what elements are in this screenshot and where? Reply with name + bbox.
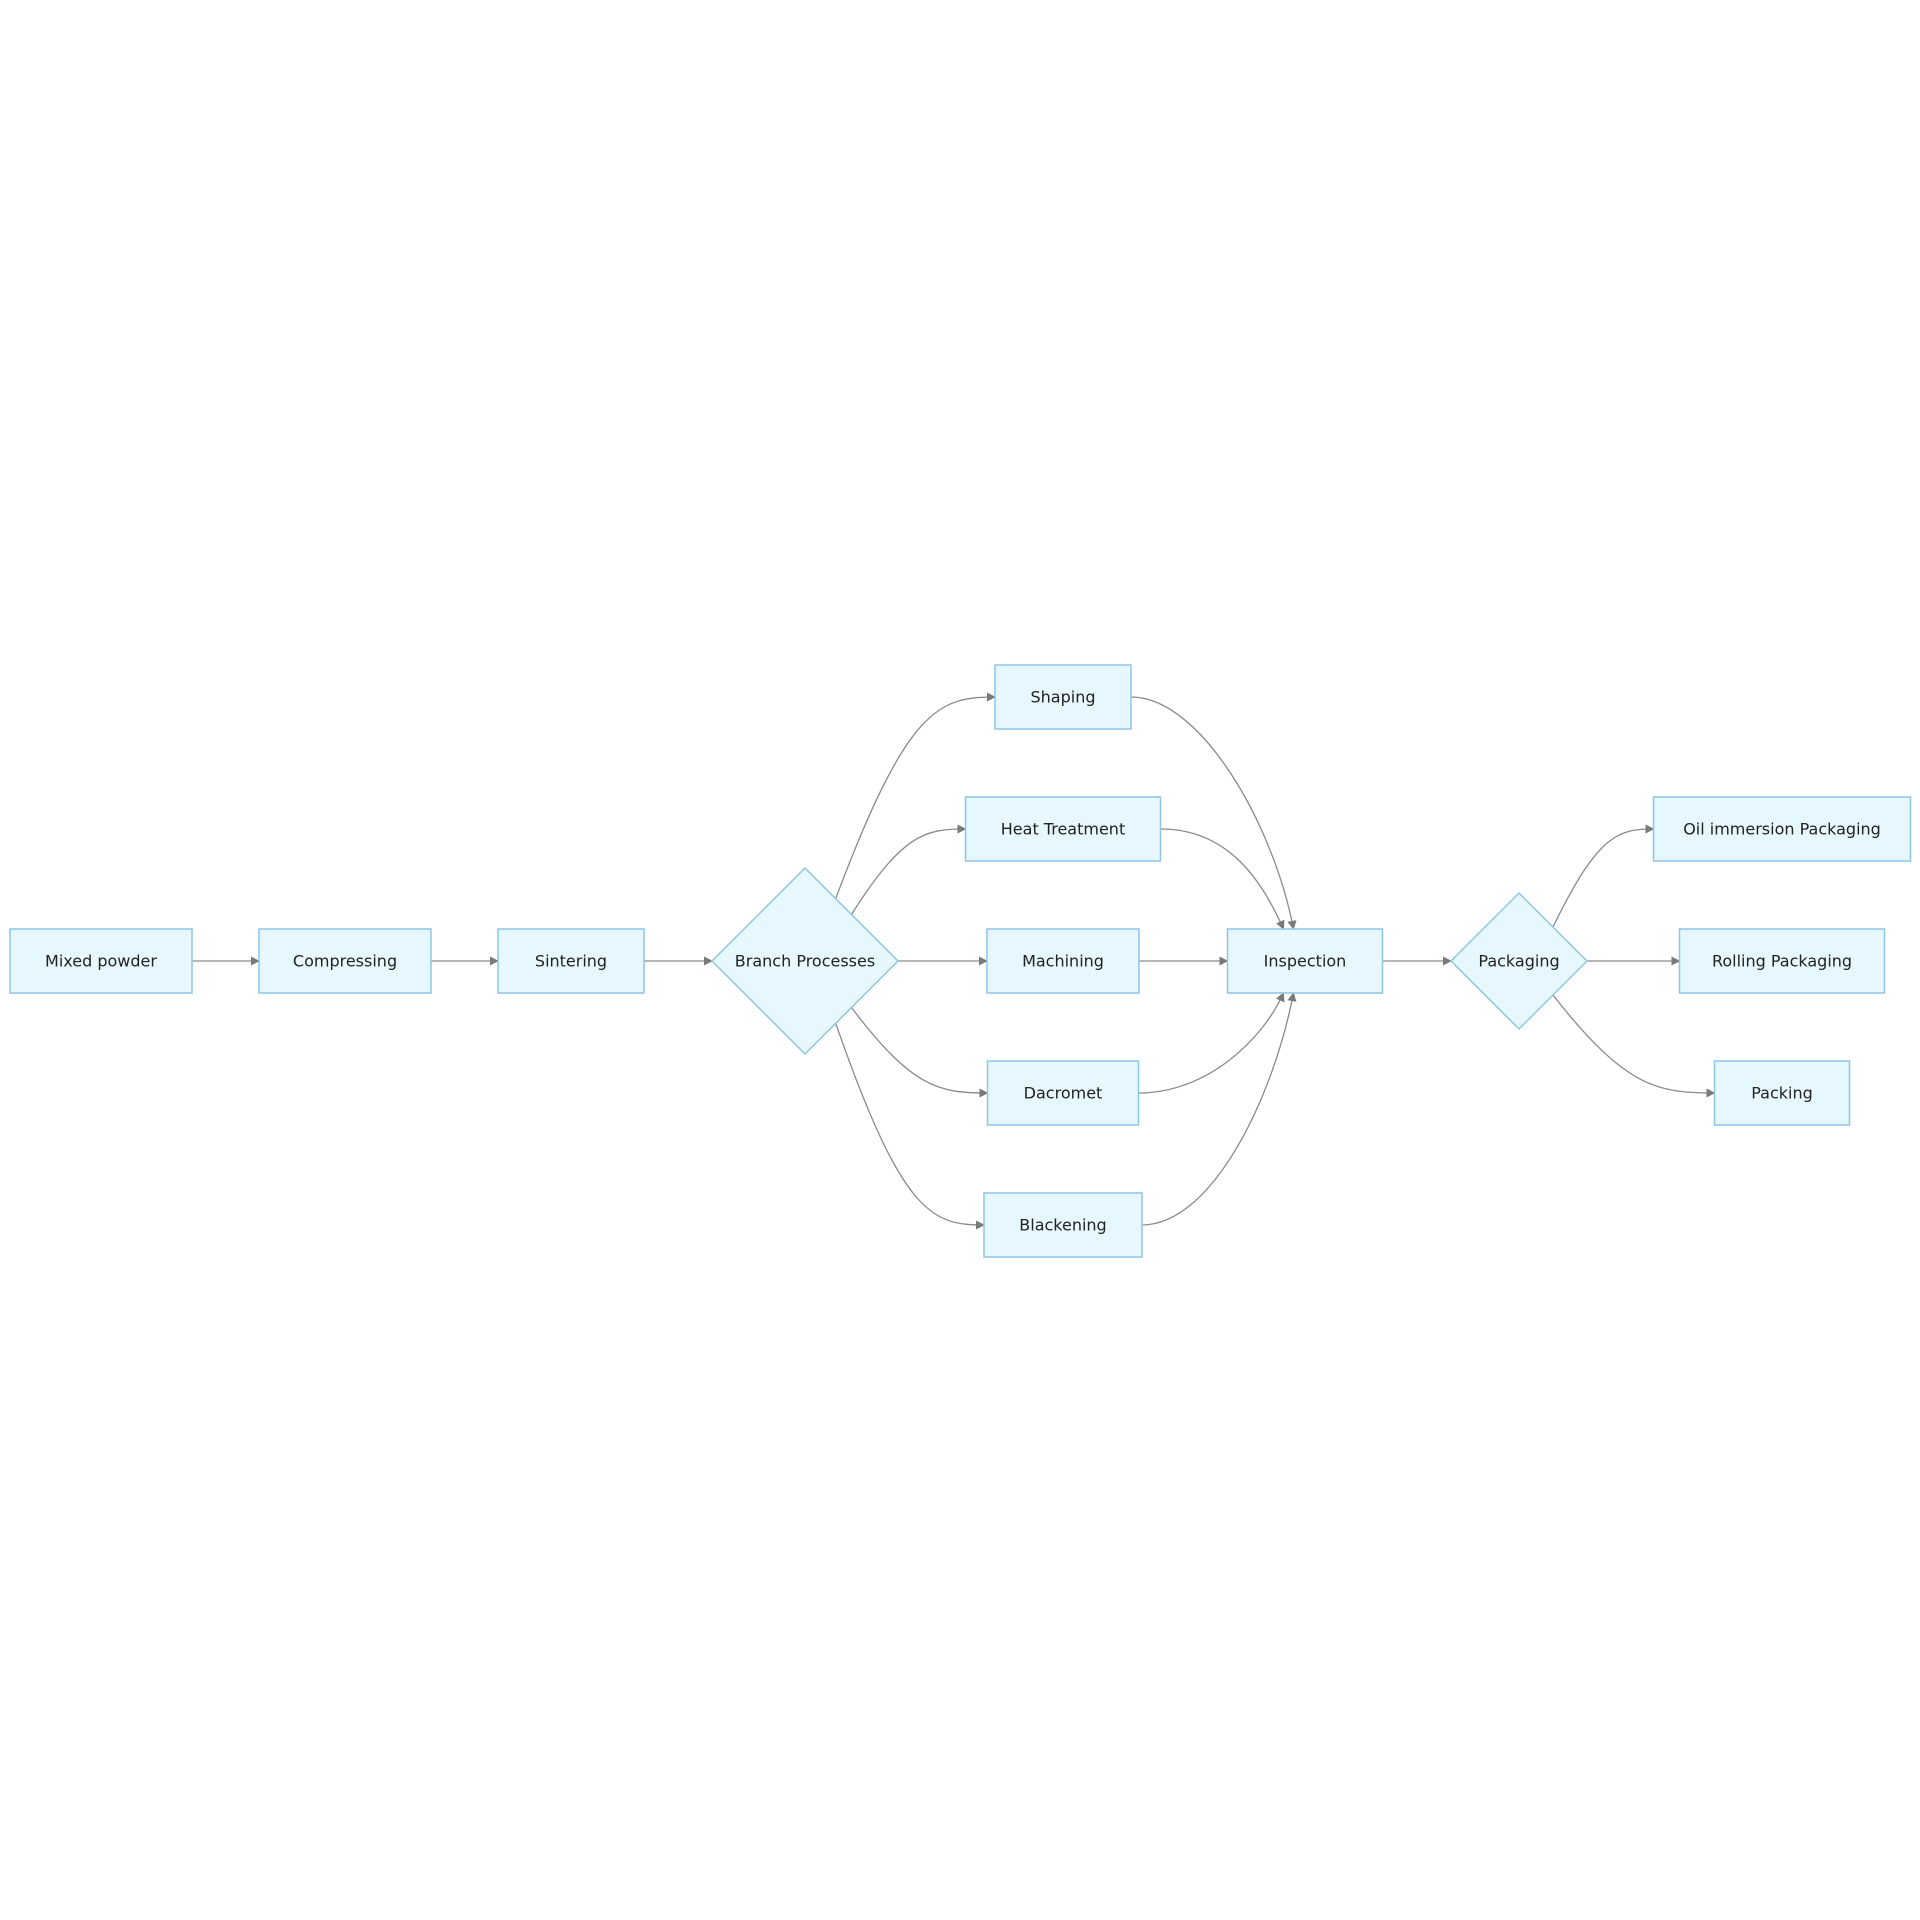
edge-branch-to-heat [850,824,967,915]
edge-branch-to-dacromet [850,1007,989,1098]
edge-branch-to-blacken [835,1023,985,1230]
node-blacken[interactable]: Blackening [983,1192,1143,1258]
edge-branch-to-shaping [835,692,996,899]
decision-diamond [1449,891,1589,1031]
node-label: Inspection [1264,952,1347,971]
process-box [986,1060,1140,1126]
node-label: Dacromet [1024,1084,1103,1103]
process-box [1226,928,1384,994]
process-box [964,796,1162,862]
node-heat[interactable]: Heat Treatment [964,796,1162,862]
process-box [986,928,1140,994]
node-machining[interactable]: Machining [986,928,1140,994]
node-label: Branch Processes [735,952,875,971]
node-oil[interactable]: Oil immersion Packaging [1652,796,1912,862]
node-label: Compressing [293,952,397,971]
node-label: Blackening [1019,1216,1106,1235]
process-box [1678,928,1886,994]
process-box [994,664,1132,730]
node-label: Mixed powder [45,952,157,971]
node-compress[interactable]: Compressing [258,928,432,994]
edge-heat-to-inspect [1160,828,1285,930]
decision-diamond [710,866,900,1056]
edge-packaging-to-packing [1552,994,1716,1098]
node-label: Machining [1022,952,1104,971]
edge-packaging-to-oil [1552,824,1655,928]
node-label: Heat Treatment [1001,820,1125,839]
node-inspect[interactable]: Inspection [1226,928,1384,994]
process-box [258,928,432,994]
process-box [1713,1060,1851,1126]
node-label: Rolling Packaging [1712,952,1852,971]
edge-dacromet-to-inspect [1138,992,1285,1094]
edge-shaping-to-inspect [1130,696,1297,930]
node-label: Oil immersion Packaging [1683,820,1881,839]
nodes-layer: Mixed powder Compressing Sintering Branch P… [9,664,1912,1258]
node-shaping[interactable]: Shaping [994,664,1132,730]
process-box [497,928,645,994]
edge-blacken-to-inspect [1141,992,1297,1226]
node-label: Shaping [1031,688,1096,707]
edges-layer [192,692,1716,1230]
process-box [9,928,193,994]
node-sinter[interactable]: Sintering [497,928,645,994]
node-label: Packing [1751,1084,1813,1103]
node-dacromet[interactable]: Dacromet [986,1060,1140,1126]
node-label: Packaging [1478,952,1559,971]
node-rolling[interactable]: Rolling Packaging [1678,928,1886,994]
node-packing[interactable]: Packing [1713,1060,1851,1126]
node-branch[interactable]: Branch Processes [710,866,900,1056]
node-label: Sintering [535,952,607,971]
node-packaging[interactable]: Packaging [1449,891,1589,1031]
process-box [1652,796,1912,862]
node-mixed[interactable]: Mixed powder [9,928,193,994]
process-box [983,1192,1143,1258]
